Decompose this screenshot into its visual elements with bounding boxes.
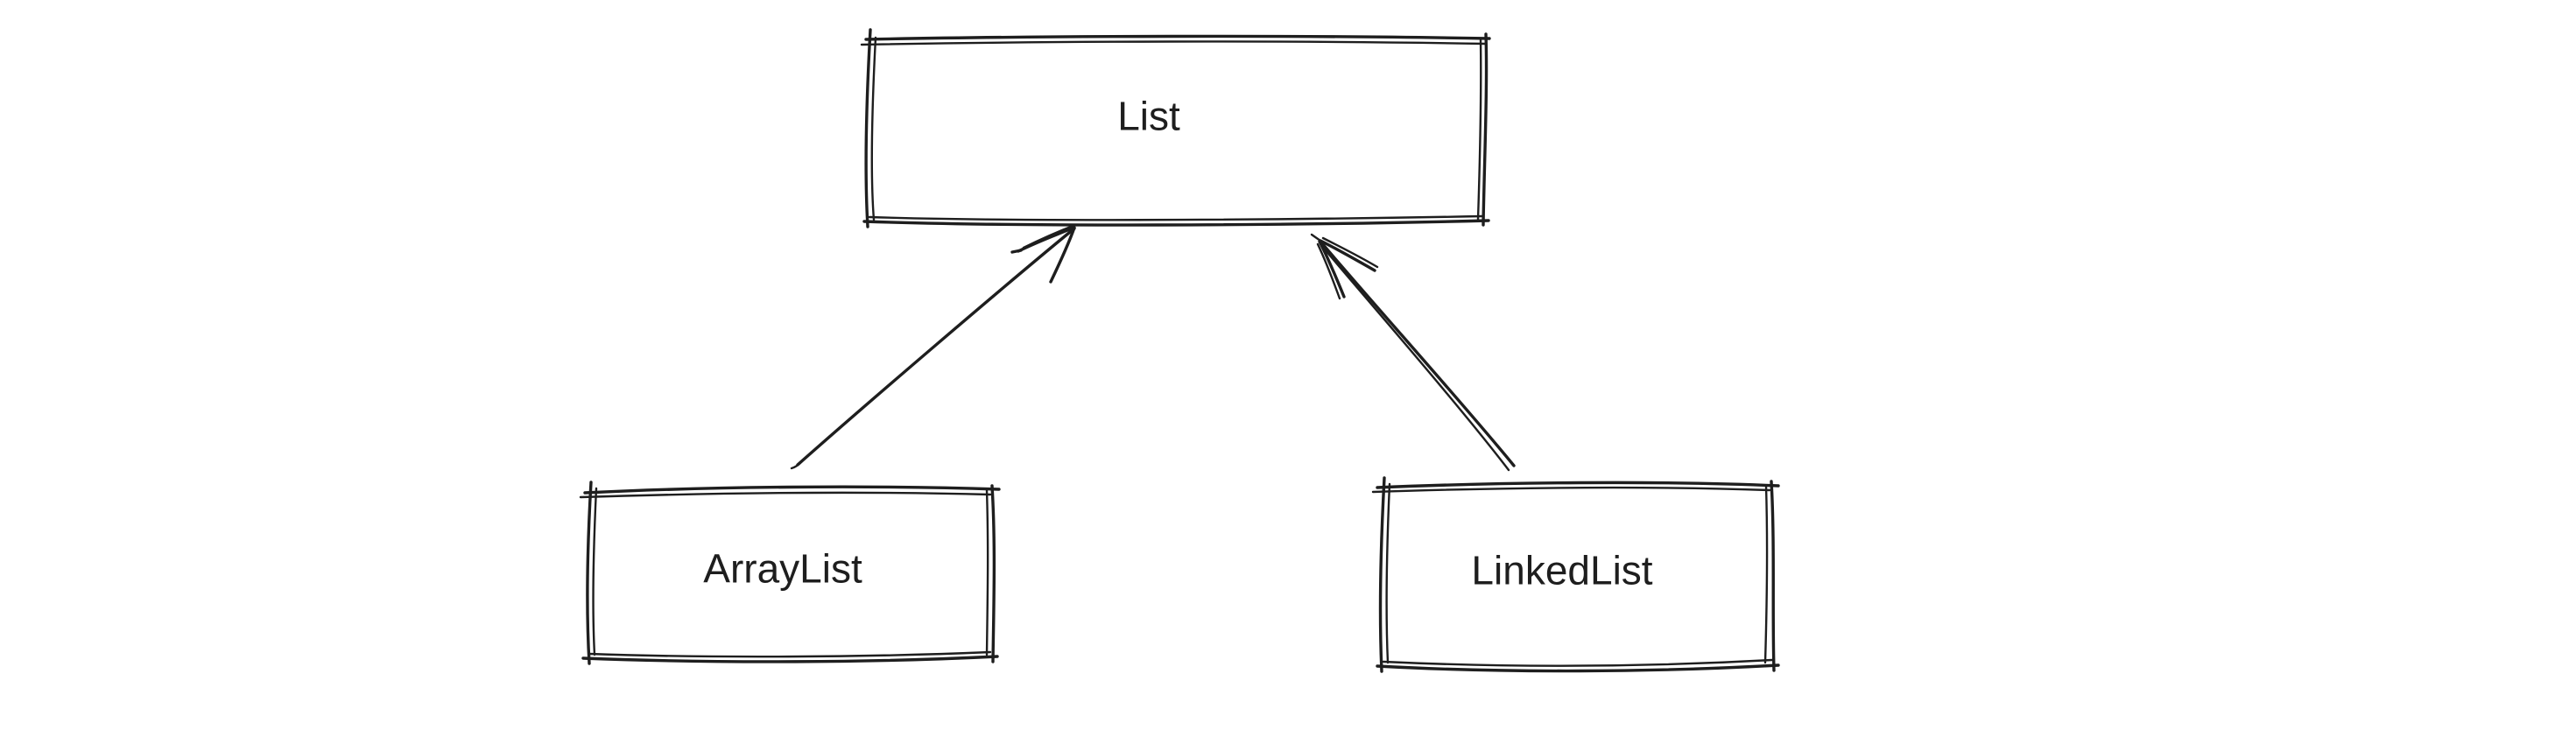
edge-arrow-linkedlist-to-list[interactable] — [1310, 233, 1516, 472]
edge-arrow-arraylist-to-list[interactable] — [790, 223, 1077, 470]
node-box-arraylist[interactable] — [579, 481, 1001, 665]
node-label-linkedlist[interactable]: LinkedList — [1471, 547, 1653, 593]
node-label-list[interactable]: List — [1117, 93, 1180, 139]
node-label-arraylist[interactable]: ArrayList — [703, 545, 862, 592]
node-box-linkedlist[interactable] — [1371, 476, 1780, 673]
node-box-list[interactable] — [860, 28, 1491, 228]
